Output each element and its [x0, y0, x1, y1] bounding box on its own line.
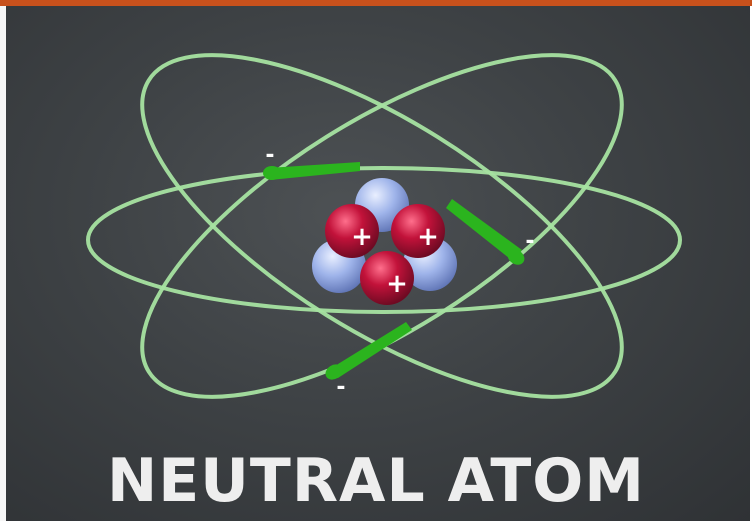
proton: [391, 204, 445, 258]
orbit-horizontal: [86, 166, 682, 314]
proton: [360, 251, 414, 305]
electron-top-left: [263, 162, 360, 180]
left-edge-strip: [0, 6, 6, 521]
electron-bottom-left: [325, 322, 412, 380]
orbit-diagonal-b: [140, 53, 624, 399]
proton-charge-label: +: [386, 269, 408, 299]
proton-charge-label: +: [351, 222, 373, 252]
electron-right: [446, 199, 525, 265]
electron-charge-label: -: [265, 143, 274, 168]
electron-charge-label: -: [525, 229, 534, 254]
proton: [325, 204, 379, 258]
orbit-diagonal-a: [140, 53, 624, 399]
nucleus: + + +: [312, 178, 457, 305]
diagram-caption: NEUTRAL ATOM: [106, 446, 646, 516]
top-accent-bar: [0, 0, 752, 6]
proton-charge-label: +: [417, 222, 439, 252]
electron-charge-label: -: [336, 375, 345, 400]
